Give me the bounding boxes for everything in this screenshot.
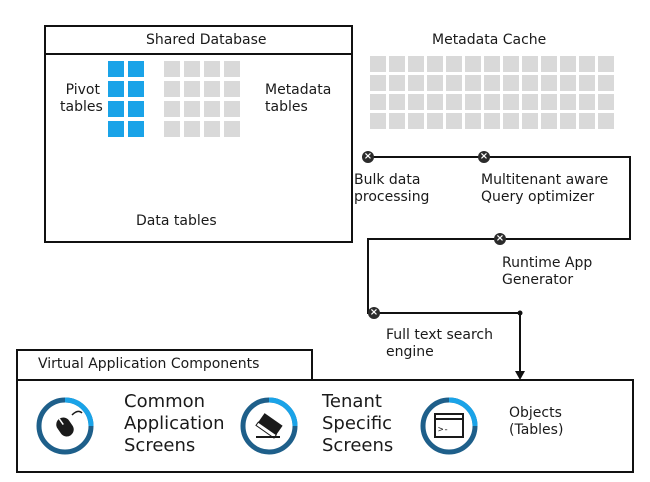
metadata-cache-title: Metadata Cache bbox=[432, 32, 547, 48]
shared-database-box bbox=[44, 25, 353, 243]
metadata-tables-label: Metadata tables bbox=[265, 82, 332, 115]
data-tables-label: Data tables bbox=[136, 213, 217, 229]
runtime-node-icon: × bbox=[494, 233, 506, 245]
eraser-icon bbox=[240, 397, 298, 455]
mouse-icon bbox=[36, 397, 94, 455]
svg-text:>-: >- bbox=[438, 425, 449, 435]
vac-components-box bbox=[16, 379, 634, 473]
fulltext-node-icon: × bbox=[368, 307, 380, 319]
data-tables-grid bbox=[164, 61, 240, 137]
objects-tables-label: Objects (Tables) bbox=[509, 405, 564, 438]
vac-title: Virtual Application Components bbox=[38, 356, 260, 372]
full-text-search-label: Full text search engine bbox=[386, 327, 493, 360]
bulk-data-processing-label: Bulk data processing bbox=[354, 172, 430, 205]
tenant-specific-screens-label: Tenant Specific Screens bbox=[322, 391, 394, 456]
shared-database-title: Shared Database bbox=[146, 32, 267, 48]
common-application-screens-label: Common Application Screens bbox=[124, 391, 225, 456]
optimizer-node-icon: × bbox=[478, 151, 490, 163]
pivot-tables-label: Pivot tables bbox=[60, 82, 103, 115]
metadata-cache-grid bbox=[370, 56, 614, 129]
bulk-node-icon: × bbox=[362, 151, 374, 163]
shared-database-header-divider bbox=[44, 53, 353, 55]
query-optimizer-label: Multitenant aware Query optimizer bbox=[481, 172, 609, 205]
runtime-app-generator-label: Runtime App Generator bbox=[502, 255, 593, 288]
terminal-window-icon: >- bbox=[420, 397, 478, 455]
pivot-tables-grid bbox=[108, 61, 144, 137]
